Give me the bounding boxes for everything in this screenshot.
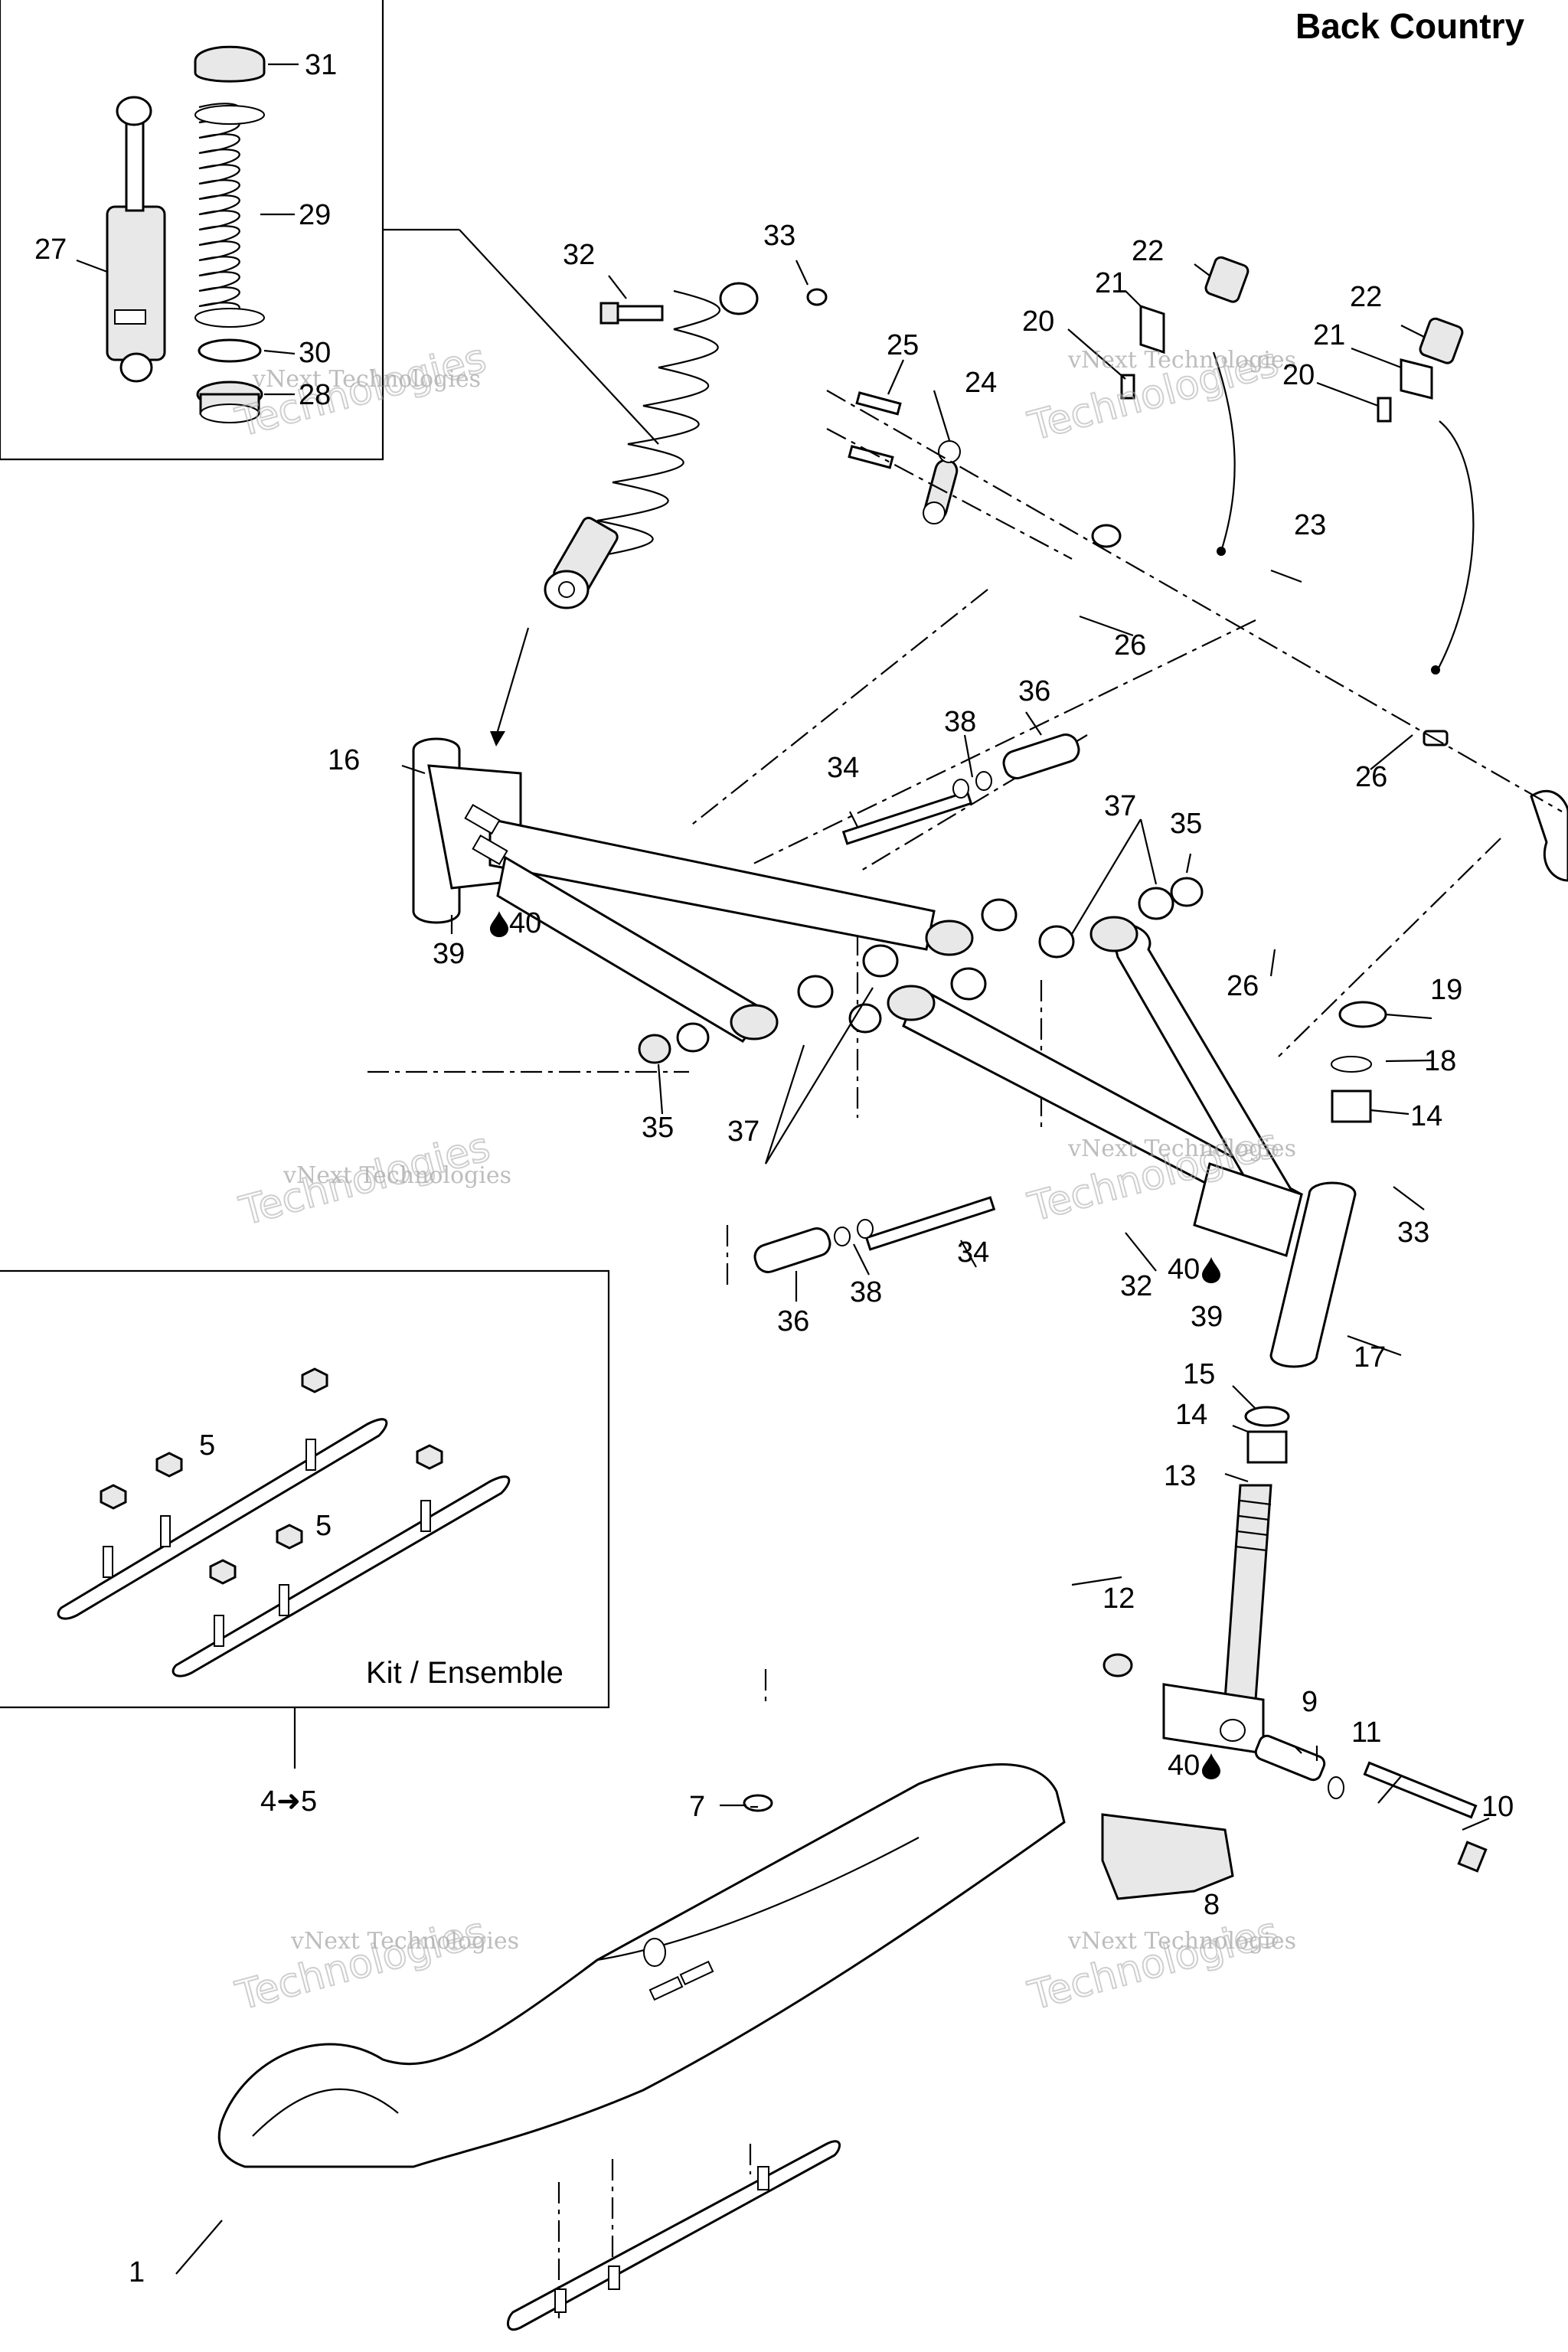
callout-22a: 22: [1132, 235, 1164, 267]
pivot-shaft-lower: [753, 1196, 996, 1273]
callout-32a: 32: [563, 239, 595, 271]
leader-lines: [175, 359, 1490, 2275]
callout-34b: 34: [957, 1236, 989, 1269]
pivot-shaft-upper: [841, 733, 1080, 845]
callout-1: 1: [129, 2256, 145, 2288]
callout-32b: 32: [1120, 1270, 1152, 1302]
svg-text:vNext Technologies: vNext Technologies: [1067, 1135, 1296, 1162]
callout-22b: 22: [1350, 281, 1382, 313]
callout-40a: 40: [509, 907, 541, 939]
callout-15: 15: [1183, 1358, 1215, 1390]
svg-text:vNext Technologies: vNext Technologies: [1067, 347, 1296, 374]
callout-19: 19: [1430, 974, 1462, 1006]
sway-bar-brackets: [1067, 256, 1464, 423]
shock-assembly: [490, 282, 759, 746]
page-title: Back Country: [1295, 6, 1524, 46]
callout-16: 16: [328, 744, 360, 776]
spindle-bolt: [1102, 1653, 1488, 1873]
svg-text:vNext Technologies: vNext Technologies: [290, 1928, 519, 1955]
svg-text:Technologies: Technologies: [231, 1909, 491, 2020]
bushings: [638, 877, 1204, 1064]
callout-14b: 14: [1175, 1399, 1207, 1431]
callout-10: 10: [1481, 1791, 1514, 1823]
callout-35a: 35: [642, 1112, 674, 1144]
callout-25: 25: [887, 329, 919, 361]
callout-34a: 34: [827, 752, 859, 784]
ski-bumper-icon: [1101, 1813, 1234, 1900]
svg-text:vNext Technologies: vNext Technologies: [252, 366, 481, 393]
upper-a-arm: [412, 737, 974, 1043]
callout-33a: 33: [763, 220, 795, 252]
callout-35b: 35: [1170, 808, 1202, 840]
oil-drop-icon: [1202, 1753, 1220, 1779]
callout-39a: 39: [433, 938, 465, 970]
callout-12: 12: [1102, 1583, 1135, 1615]
callout-26c: 26: [1227, 970, 1259, 1002]
callout-13: 13: [1164, 1460, 1196, 1492]
washer-icon: [198, 338, 262, 363]
svg-text:vNext Technologies: vNext Technologies: [283, 1162, 511, 1189]
coil-spring-inset: [194, 103, 265, 328]
callout-38b: 38: [850, 1276, 882, 1308]
callouts: 1 5 5 7 8 9 10 11 12 13 14 14 15 16 17 1…: [34, 49, 1514, 2288]
oil-drop-icon: [490, 911, 508, 937]
steering-spindle: [1162, 1001, 1387, 1755]
svg-text:Technologies: Technologies: [1024, 1909, 1283, 2020]
callout-40b: 40: [1168, 1253, 1200, 1285]
callout-5b: 5: [315, 1510, 332, 1542]
callout-37a: 37: [1104, 790, 1136, 822]
lower-a-arm: [887, 916, 1357, 1368]
callout-23: 23: [1294, 509, 1326, 541]
callout-9: 9: [1302, 1686, 1318, 1718]
callout-37b: 37: [727, 1116, 760, 1148]
callout-7: 7: [689, 1791, 705, 1823]
callout-33b: 33: [1397, 1217, 1429, 1249]
callout-30: 30: [299, 337, 331, 369]
callout-20a: 20: [1022, 305, 1054, 338]
preload-adjuster-icon: [196, 381, 263, 423]
ski-runner: [506, 2140, 841, 2331]
spring-retainer-icon: [194, 45, 266, 83]
callout-17: 17: [1354, 1341, 1386, 1374]
callout-26b: 26: [1355, 761, 1387, 793]
callout-14a: 14: [1410, 1100, 1442, 1132]
kit-inset: [0, 1269, 610, 1769]
callout-39b: 39: [1191, 1301, 1223, 1333]
shock-absorber-body: [106, 96, 166, 383]
watermarks: vNext Technologies Technologies vNext Te…: [230, 335, 1296, 2020]
callout-28: 28: [299, 379, 331, 411]
callout-40c: 40: [1168, 1749, 1200, 1782]
callout-5a: 5: [199, 1429, 215, 1462]
callout-26a: 26: [1114, 629, 1146, 662]
callout-21b: 21: [1313, 319, 1345, 351]
callout-21a: 21: [1095, 267, 1127, 299]
shock-bolt-top: [599, 260, 828, 325]
svg-text:vNext Technologies: vNext Technologies: [1067, 1928, 1296, 1955]
shock-detail-inset: [0, 0, 659, 461]
callout-31: 31: [305, 49, 337, 81]
kit-label: Kit / Ensemble: [366, 1656, 564, 1690]
callout-24: 24: [965, 367, 997, 399]
oil-drop-icon: [1202, 1257, 1220, 1283]
callout-38a: 38: [944, 706, 976, 738]
callout-36b: 36: [777, 1305, 809, 1338]
callout-29: 29: [299, 199, 331, 231]
callout-36a: 36: [1018, 675, 1050, 707]
callout-8: 8: [1204, 1889, 1220, 1921]
callout-20b: 20: [1282, 359, 1315, 391]
kit-reference: 4➜5: [260, 1785, 317, 1818]
callout-27: 27: [34, 234, 67, 266]
callout-11: 11: [1351, 1717, 1381, 1749]
sway-bar: [1091, 351, 1568, 882]
callout-18: 18: [1424, 1045, 1456, 1077]
